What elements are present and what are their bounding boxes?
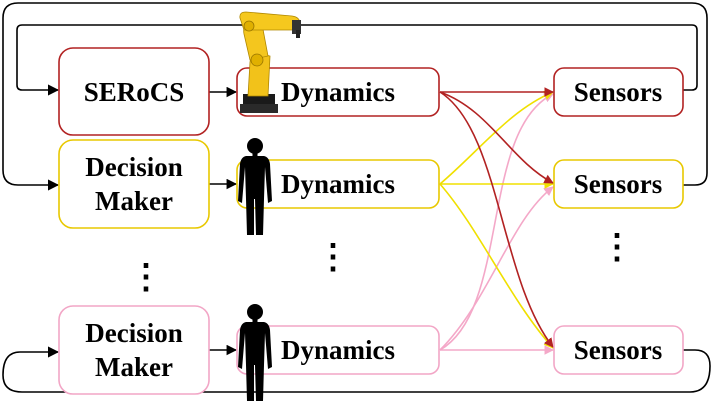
sensors-label-2: Sensors [574, 169, 663, 199]
dynamics-label-human-1: Dynamics [281, 169, 395, 199]
human-silhouette-icon [238, 304, 272, 401]
decision-maker-box-1 [58, 139, 210, 229]
sensors-box-2 [553, 159, 684, 209]
serocs-label: SERoCS [84, 77, 185, 107]
yellow-arrow-to-sensors-3 [439, 183, 554, 349]
ellipsis-dynamics: ⋮ [316, 239, 350, 276]
pink-arrow-to-sensors-1 [439, 93, 554, 351]
dynamics-label-human-2: Dynamics [281, 335, 395, 365]
sensors-box-3 [553, 325, 684, 375]
decision-maker-box-2 [58, 305, 210, 395]
human-silhouette-icon [238, 138, 272, 235]
dynamics-label-robot: Dynamics [281, 77, 395, 107]
robot-arm-icon [239, 11, 301, 113]
ellipsis-decision: ⋮ [129, 259, 163, 296]
feedback-loop-top [16, 24, 698, 96]
dynamics-box-human-2 [236, 325, 440, 375]
ellipsis-sensors: ⋮ [600, 229, 634, 266]
decision-maker-1-line2: Maker [95, 186, 173, 216]
dynamics-box-human-1 [236, 159, 440, 209]
pink-arrow-to-sensors-2 [439, 186, 554, 351]
decision-maker-2-line1: Decision [85, 318, 183, 348]
red-arrow-to-sensors-3 [439, 91, 554, 348]
sensors-label-1: Sensors [574, 77, 663, 107]
decision-maker-1-line1: Decision [85, 152, 183, 182]
red-arrow-to-sensors-2 [439, 91, 554, 184]
sensors-label-3: Sensors [574, 335, 663, 365]
feedback-loop-outer [2, 2, 708, 191]
dynamics-box-robot [236, 67, 440, 117]
serocs-box [58, 47, 210, 136]
sensors-box-1 [553, 67, 684, 117]
decision-maker-2-line2: Maker [95, 352, 173, 382]
feedback-loop-bottom [2, 346, 711, 393]
